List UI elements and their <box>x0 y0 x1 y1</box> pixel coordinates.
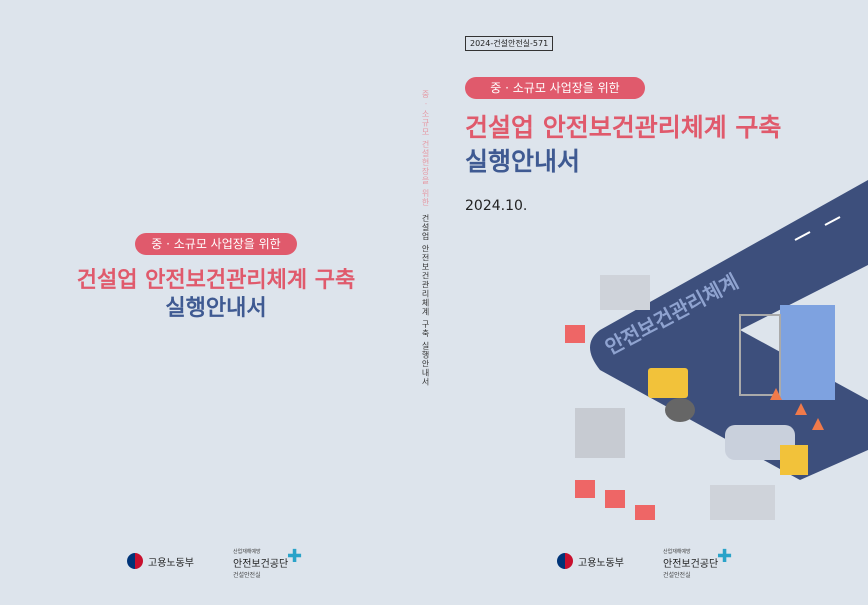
kosha-dept: 건설안전실 <box>233 572 261 579</box>
back-title: 건설업 안전보건관리체계 구축 <box>76 268 356 293</box>
ministry-logo-front: 고용노동부 <box>557 553 624 569</box>
kosha-name: 안전보건공단 <box>663 559 719 570</box>
back-subtitle-pill: 중 · 소규모 사업장을 위한 <box>135 233 297 255</box>
back-title-line2: 실행안내서 <box>165 296 267 321</box>
ministry-logo-back: 고용노동부 <box>127 553 194 569</box>
materials <box>575 408 625 458</box>
kosha-cross-icon: ✚ <box>717 546 733 567</box>
scaffold <box>739 314 781 396</box>
spine-subtitle: 중 · 소규모 건설현장을 위한 <box>421 90 430 207</box>
kosha-dept: 건설안전실 <box>663 572 691 579</box>
kosha-logo-back: 산업재해예방 안전보건공단 건설안전실 <box>233 548 288 579</box>
pipes <box>600 275 650 310</box>
ministry-name: 고용노동부 <box>578 557 624 569</box>
road <box>590 180 868 480</box>
kosha-logo-front: 산업재해예방 안전보건공단 건설안전실 <box>663 548 718 579</box>
front-title-line2: 실행안내서 <box>465 147 581 176</box>
front-title: 건설업 안전보건관리체계 구축 <box>465 113 782 142</box>
building <box>780 305 835 400</box>
taegeuk-icon <box>127 553 143 569</box>
front-subtitle-pill: 중 · 소규모 사업장을 위한 <box>465 77 645 99</box>
spine-title: 건설업 안전보건관리체계 구축 실행안내서 <box>421 213 430 387</box>
publication-date: 2024.10. <box>465 198 528 214</box>
publication-code: 2024-건설안전실-571 <box>465 36 554 51</box>
mixer-truck <box>725 425 795 460</box>
kosha-cross-icon: ✚ <box>287 546 303 567</box>
ministry-name: 고용노동부 <box>148 557 194 569</box>
spine-text: 중 · 소규모 건설현장을 위한 건설업 안전보건관리체계 구축 실행안내서 <box>420 90 431 386</box>
roller-truck <box>648 368 688 398</box>
taegeuk-icon <box>557 553 573 569</box>
barrier <box>565 325 585 343</box>
kosha-small: 산업재해예방 <box>233 549 261 555</box>
kosha-name: 안전보건공단 <box>233 559 289 570</box>
kosha-small: 산업재해예방 <box>663 549 691 555</box>
construction-illustration: 안전보건관리체계 <box>565 180 868 520</box>
